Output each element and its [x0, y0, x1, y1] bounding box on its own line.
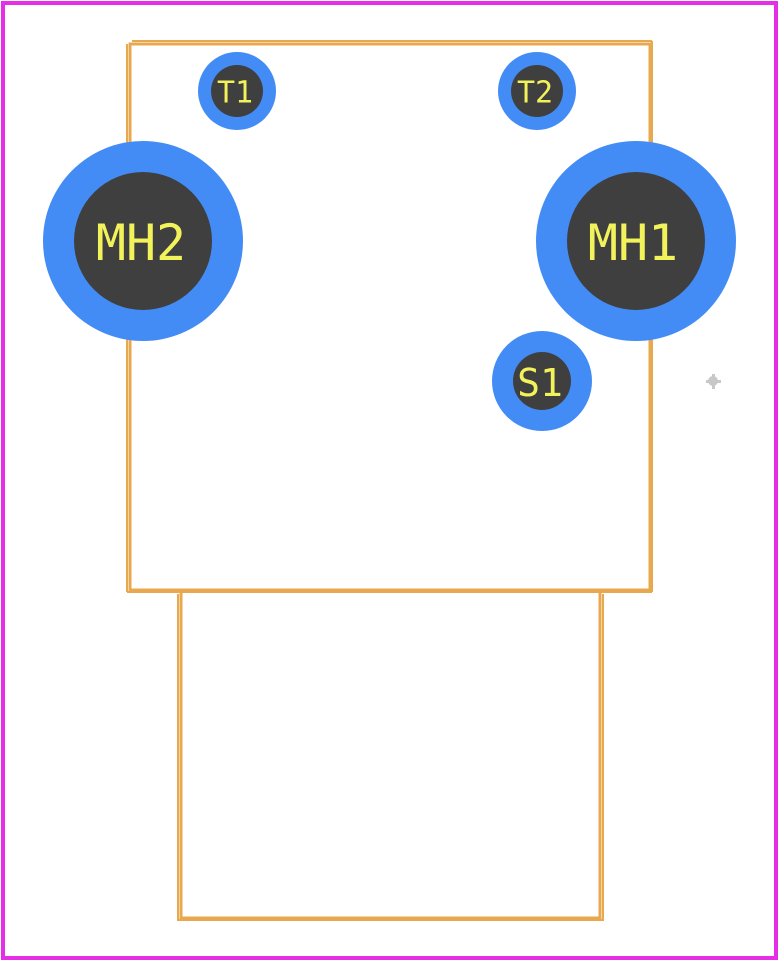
pad-mh2-label: MH2: [96, 214, 186, 272]
pad-s1-drill: [513, 352, 571, 410]
pad-t2-label: T2: [517, 76, 553, 111]
pad-s1-label: S1: [517, 361, 563, 405]
pad-t1[interactable]: T1: [198, 52, 276, 130]
pad-mh2-drill: [74, 172, 212, 310]
silkscreen-lower-body: [179, 592, 602, 920]
crosshair-dot-icon: [706, 374, 721, 389]
pad-mh1[interactable]: MH1: [536, 141, 736, 341]
silkscreen-lower-body-shadow: [177, 594, 604, 921]
pad-t1-label: T1: [217, 76, 253, 111]
pad-mh1-drill: [567, 172, 705, 310]
pad-s1[interactable]: S1: [492, 331, 592, 431]
pad-t1-drill: [211, 65, 263, 117]
pad-mh1-label: MH1: [588, 214, 678, 272]
pad-mh2[interactable]: MH2: [43, 141, 243, 341]
pad-t2[interactable]: T2: [498, 52, 576, 130]
pad-t2-drill: [511, 65, 563, 117]
